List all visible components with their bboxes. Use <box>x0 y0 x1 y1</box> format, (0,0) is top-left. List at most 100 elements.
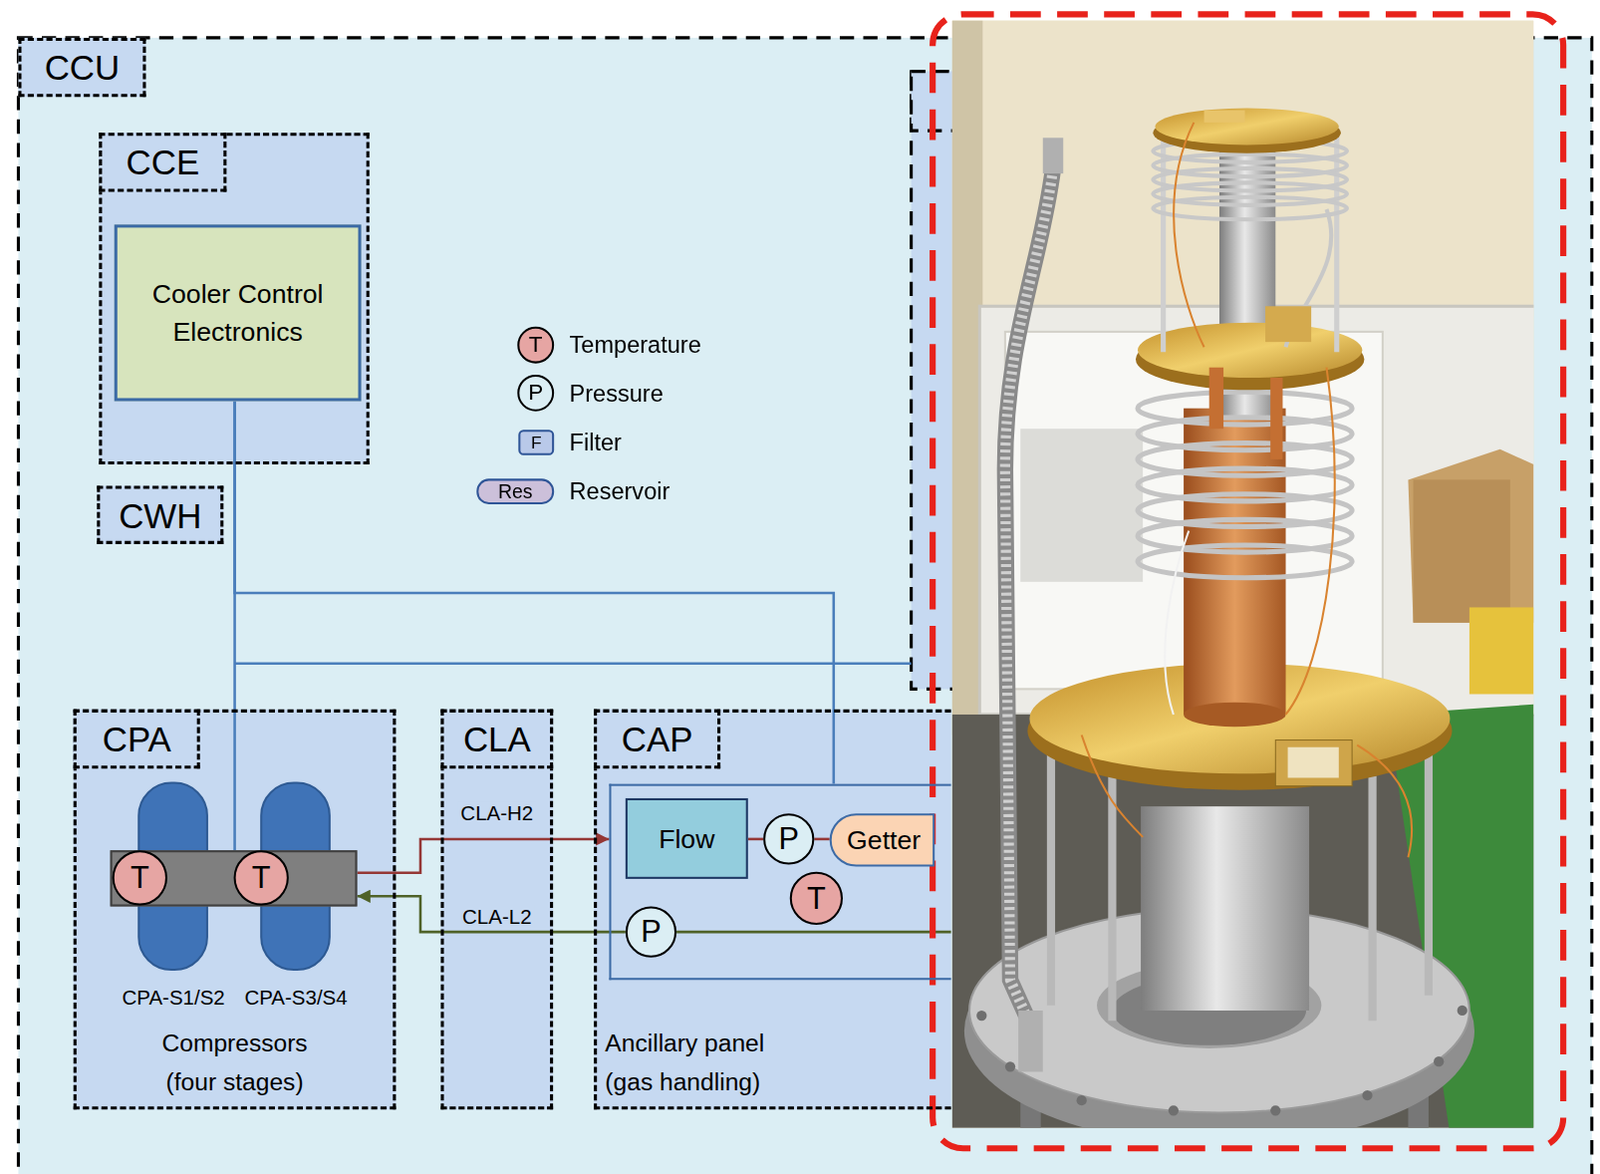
highlight-frame <box>932 13 1564 1148</box>
box-label: T <box>130 859 150 895</box>
connector <box>356 895 625 932</box>
sensor-block <box>1265 305 1352 786</box>
connector <box>813 837 829 841</box>
flange-bolt <box>1168 1104 1179 1115</box>
sample-letter: T <box>529 332 543 358</box>
support-rod <box>1333 132 1339 352</box>
component-caption: CPA-S1/S2 <box>112 983 236 1011</box>
instrument-wire <box>1286 367 1335 715</box>
support-leg <box>1424 750 1433 996</box>
connector <box>748 837 764 841</box>
gold-plate <box>1152 108 1340 154</box>
flange-bolt <box>1270 1104 1281 1115</box>
flange-bolt <box>976 1005 1468 1116</box>
subsystem-tab: CWH <box>96 486 224 544</box>
region-label: CCE <box>98 132 227 192</box>
component-caption: CPA-S3/S4 <box>235 983 358 1011</box>
white-freezer <box>1020 428 1143 582</box>
box-label: T <box>806 880 826 916</box>
box-label: Cooler Control Electronics <box>127 274 348 351</box>
pressure-sensor: P <box>763 812 814 864</box>
region-label: CAP <box>593 709 721 769</box>
gold-plate <box>1154 108 1338 146</box>
support-leg <box>1047 750 1056 1006</box>
flange-bolt <box>1005 1061 1016 1071</box>
pressure-sensor: P <box>625 906 677 958</box>
legend-text: Pressure <box>569 376 664 410</box>
lab-wall <box>952 19 1535 1127</box>
sample-letter: Res <box>498 480 534 503</box>
region-fill <box>593 709 951 1109</box>
temperature-sensor: T <box>790 871 843 925</box>
hose-fitting <box>1018 137 1064 1071</box>
flange-bolt <box>1361 1089 1372 1100</box>
subsystem-region: CPACPA-S1/S2CPA-S3/S4Compressors (four s… <box>73 709 397 1109</box>
legend-sample: T <box>517 326 554 364</box>
compressor-manifold: CPA-S1/S2CPA-S3/S4Compressors (four stag… <box>110 849 358 906</box>
flow-box: Flow <box>625 798 749 879</box>
system-region: CCUCCECooler Control ElectronicsCWHCPACP… <box>17 37 1592 1174</box>
getter-box: Getter <box>829 812 936 866</box>
line-label: CLA-H2 <box>457 800 536 826</box>
subsystem-region: CCE Cooler Control Electronics <box>98 132 369 465</box>
copper-strap <box>1209 367 1224 429</box>
cardboard-box <box>1407 449 1534 623</box>
region-label: CCU <box>17 37 146 97</box>
flange-bolt <box>976 1010 987 1021</box>
support-leg <box>1107 775 1116 1021</box>
yellow-object <box>1469 606 1535 694</box>
lab-wall <box>952 19 984 735</box>
copper-cylinder <box>1183 702 1286 728</box>
flexible-hose <box>1005 168 1054 1021</box>
instrument-wire <box>1081 734 1143 836</box>
legend-sample: Res <box>476 478 554 505</box>
sensor-block <box>1275 740 1352 787</box>
support-rod <box>1160 132 1166 352</box>
ancillary-panel: Ancillary panel (gas handling)FlowPGette… <box>608 784 951 981</box>
tube-coil <box>1152 197 1347 221</box>
flexible-hose <box>1005 168 1054 1021</box>
copper-strap <box>1209 367 1284 460</box>
box-label: T <box>252 859 271 895</box>
flange-bolt <box>1433 1056 1444 1067</box>
hose-fitting <box>1043 137 1064 174</box>
line-label: CLA-L2 <box>459 903 535 929</box>
gold-plate <box>1137 322 1362 378</box>
legend-sample: F <box>518 429 554 456</box>
tube-coil <box>1152 139 1347 347</box>
gold-plate <box>1204 110 1246 123</box>
white-freezer <box>979 305 1534 715</box>
cardboard-box <box>1413 479 1511 622</box>
component-caption: Ancillary panel (gas handling) <box>604 1023 800 1101</box>
region-label: CLA <box>440 709 553 769</box>
box-label: Getter <box>846 824 921 856</box>
support-leg <box>1367 775 1376 1021</box>
box-label: CWH <box>118 494 202 535</box>
control-wire <box>235 661 912 665</box>
sensor-block <box>1288 747 1339 779</box>
electronics-box: Cooler Control Electronics <box>114 224 362 401</box>
hose-fitting <box>1018 1010 1044 1071</box>
copper-strap <box>1270 377 1283 460</box>
instrument-wire <box>1164 531 1189 715</box>
temperature-sensor: T <box>112 849 168 905</box>
sensor-block <box>1265 305 1312 342</box>
sample-letter: F <box>531 432 542 452</box>
flange-bolt <box>1076 1094 1087 1105</box>
box-label: P <box>640 914 662 950</box>
region-label: CPA <box>73 709 201 769</box>
legend-text: Temperature <box>569 328 702 362</box>
instrument-wire <box>1356 745 1412 858</box>
component-caption: Compressors (four stages) <box>137 1023 332 1101</box>
instrument-wire <box>1173 122 1204 347</box>
cryostat-photo <box>952 19 1535 1127</box>
return-gas-line <box>676 930 952 934</box>
instrument-wire <box>1081 122 1412 857</box>
legend-text: Filter <box>569 425 622 459</box>
box-label: P <box>778 821 800 857</box>
lower-column <box>1140 805 1310 1011</box>
